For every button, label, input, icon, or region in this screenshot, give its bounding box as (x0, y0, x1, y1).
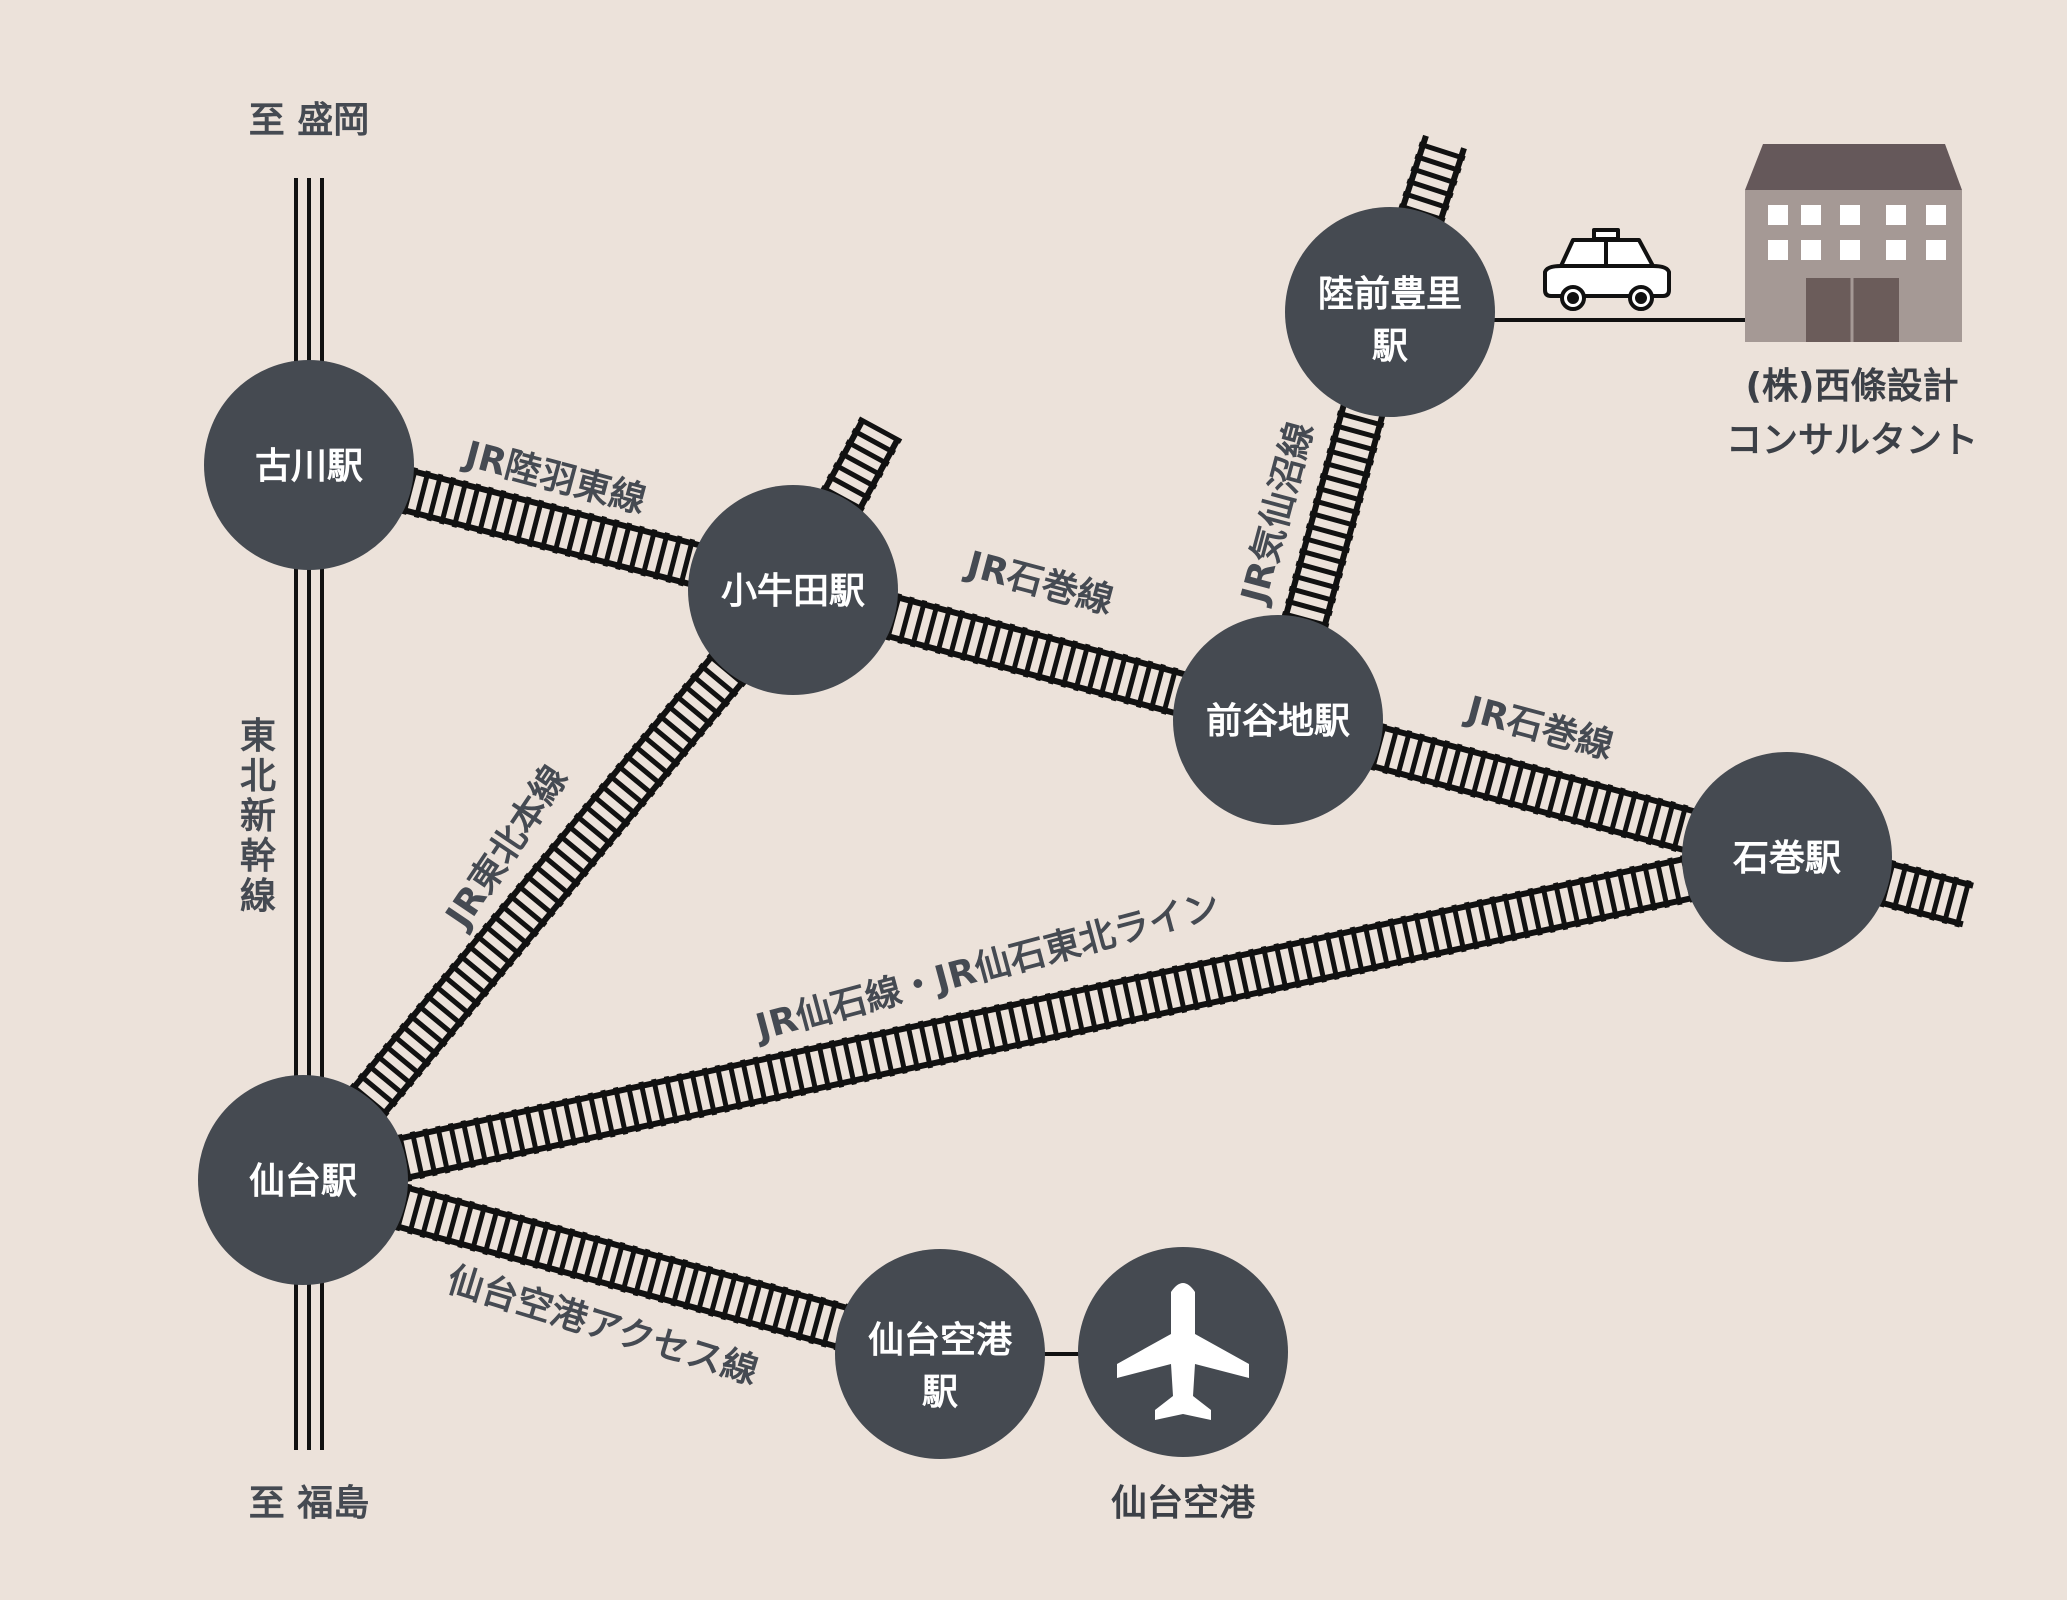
company-name-line2: コンサルタント (1726, 420, 1978, 461)
station-name-airport-line2: 駅 (922, 1372, 958, 1413)
station-name-ishinomaki: 石巻駅 (1733, 838, 1841, 879)
station-markers (198, 207, 1892, 1459)
office-building-icon (1745, 144, 1962, 342)
station-name-rikuzen-line1: 陸前豊里 (1318, 274, 1462, 315)
airplane-icon (1117, 1283, 1249, 1420)
station-name-furukawa: 古川駅 (255, 446, 363, 487)
shinkansen-label-char: 線 (240, 876, 276, 917)
station-name-airport-line1: 仙台空港 (868, 1320, 1013, 1361)
station-kogota (688, 485, 898, 695)
station-name-maeyachi: 前谷地駅 (1206, 701, 1350, 742)
south-destination-label: 至 福島 (249, 1483, 370, 1524)
station-name-sendai: 仙台駅 (249, 1161, 357, 1202)
shinkansen-label-char: 北 (240, 756, 276, 797)
shinkansen-label-char: 幹 (240, 835, 277, 877)
station-name-kogota: 小牛田駅 (721, 571, 865, 612)
station-rikuzen-toyosato (1285, 207, 1495, 417)
shinkansen-label-char: 東 (240, 716, 276, 757)
north-destination-label: 至 盛岡 (249, 100, 370, 141)
shinkansen-label-char: 新 (240, 796, 276, 837)
taxi-icon (1543, 228, 1671, 311)
station-furukawa (204, 360, 414, 570)
station-maeyachi (1173, 615, 1383, 825)
station-sendai-airport (835, 1249, 1045, 1459)
airport-label: 仙台空港 (1111, 1483, 1256, 1524)
station-ishinomaki (1682, 752, 1892, 962)
company-name-line1: (株)西條設計 (1746, 366, 1959, 407)
station-name-rikuzen-line2: 駅 (1372, 326, 1408, 367)
station-sendai (198, 1075, 408, 1285)
